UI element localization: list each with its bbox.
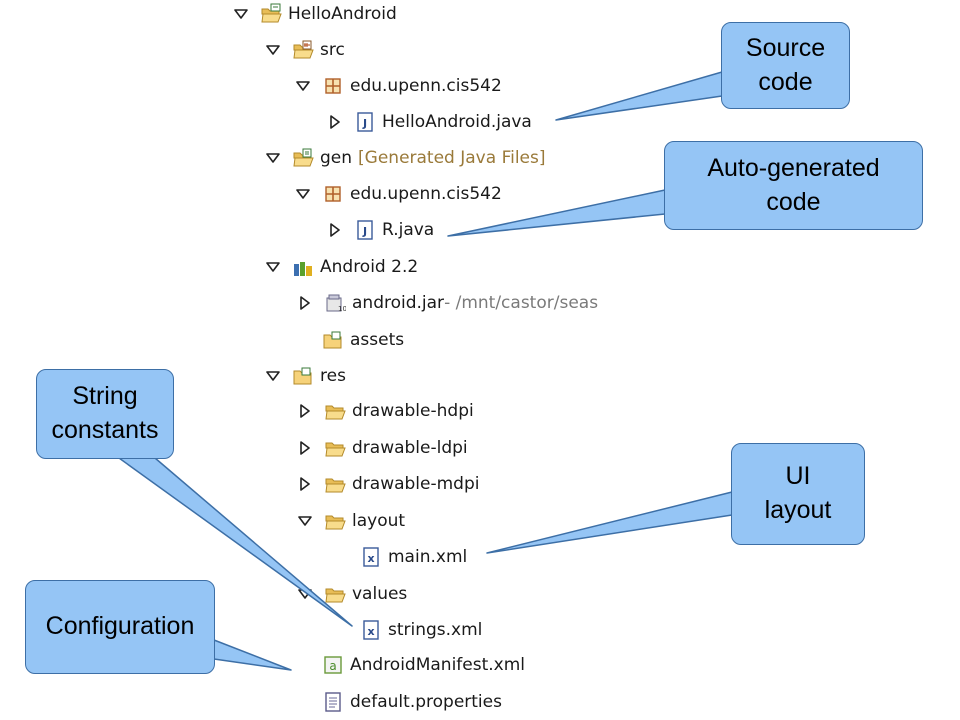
tree-row[interactable]: x main.xml: [330, 542, 467, 572]
source-folder-icon: [292, 39, 314, 61]
tree-row[interactable]: drawable-mdpi: [294, 469, 480, 499]
tree-row[interactable]: src: [262, 35, 345, 65]
collapse-arrow-icon[interactable]: [230, 3, 252, 25]
svg-text:x: x: [367, 625, 374, 638]
collapse-arrow-icon[interactable]: [262, 39, 284, 61]
tree-item-label: values: [352, 584, 408, 604]
tree-row[interactable]: J HelloAndroid.java: [324, 107, 532, 137]
properties-file-icon: [322, 691, 344, 713]
package-icon: [322, 183, 344, 205]
tree-row[interactable]: layout: [294, 506, 405, 536]
tree-row[interactable]: drawable-hdpi: [294, 396, 474, 426]
package-icon: [322, 75, 344, 97]
tree-row[interactable]: drawable-ldpi: [294, 433, 468, 463]
tree-item-label: Android 2.2: [320, 257, 419, 277]
tree-item-label: HelloAndroid: [288, 4, 397, 24]
jar-icon: 10: [324, 292, 346, 314]
tree-item-label: main.xml: [388, 547, 468, 567]
svg-text:x: x: [367, 552, 374, 565]
tree-item-label: drawable-hdpi: [352, 401, 474, 421]
callout-generated: Auto-generated code: [664, 141, 923, 230]
tree-item-label: default.properties: [350, 692, 502, 712]
expand-arrow-icon[interactable]: [294, 292, 316, 314]
xml-file-icon: x: [360, 546, 382, 568]
collapse-arrow-icon[interactable]: [262, 256, 284, 278]
project-icon: [260, 3, 282, 25]
tree-row[interactable]: edu.upenn.cis542: [292, 179, 502, 209]
java-file-icon: J: [354, 111, 376, 133]
callout-config: Configuration: [25, 580, 215, 674]
tree-item-label: res: [320, 366, 346, 386]
callout-layout: UI layout: [731, 443, 865, 545]
open-folder-icon: [324, 400, 346, 422]
open-folder-icon: [324, 583, 346, 605]
tree-item-path: - /mnt/castor/seas: [444, 293, 599, 313]
tree-item-label: drawable-ldpi: [352, 438, 468, 458]
svg-text:a: a: [329, 659, 336, 673]
tree-item-label: R.java: [382, 220, 435, 240]
expand-arrow-icon[interactable]: [324, 111, 346, 133]
tree-row[interactable]: J R.java: [324, 215, 434, 245]
android-manifest-icon: a: [322, 654, 344, 676]
callout-source: Source code: [721, 22, 850, 109]
tree-row[interactable]: edu.upenn.cis542: [292, 71, 502, 101]
tree-row[interactable]: x strings.xml: [330, 615, 482, 645]
tree-item-label: HelloAndroid.java: [382, 112, 532, 132]
tree-row[interactable]: gen[Generated Java Files]: [262, 143, 546, 173]
callout-strings: String constants: [36, 369, 174, 459]
xml-file-icon: x: [360, 619, 382, 641]
tree-item-label: layout: [352, 511, 406, 531]
collapse-arrow-icon[interactable]: [294, 510, 316, 532]
open-folder-icon: [324, 510, 346, 532]
tree-item-label: edu.upenn.cis542: [350, 76, 502, 96]
tree-item-decoration: [Generated Java Files]: [358, 148, 546, 168]
expand-arrow-icon[interactable]: [324, 219, 346, 241]
open-folder-icon: [324, 437, 346, 459]
tree-row[interactable]: values: [294, 579, 407, 609]
tree-row[interactable]: a AndroidManifest.xml: [292, 650, 525, 680]
folder-icon: [292, 365, 314, 387]
tree-row[interactable]: 10 android.jar - /mnt/castor/seas: [294, 288, 598, 318]
folder-icon: [322, 329, 344, 351]
library-icon: [292, 256, 314, 278]
java-file-icon: J: [354, 219, 376, 241]
tree-item-label: drawable-mdpi: [352, 474, 480, 494]
tree-row[interactable]: assets: [292, 325, 404, 355]
tree-item-label: edu.upenn.cis542: [350, 184, 502, 204]
tree-row[interactable]: Android 2.2: [262, 252, 418, 282]
collapse-arrow-icon[interactable]: [262, 365, 284, 387]
tree-item-label: AndroidManifest.xml: [350, 655, 526, 675]
tree-item-label: strings.xml: [388, 620, 483, 640]
generated-folder-icon: [292, 147, 314, 169]
tree-row[interactable]: res: [262, 361, 346, 391]
collapse-arrow-icon[interactable]: [262, 147, 284, 169]
tree-item-label: src: [320, 40, 345, 60]
open-folder-icon: [324, 473, 346, 495]
tree-item-label: gen: [320, 148, 353, 168]
svg-text:10: 10: [338, 305, 346, 313]
expand-arrow-icon[interactable]: [294, 400, 316, 422]
tree-row[interactable]: HelloAndroid: [230, 0, 397, 29]
tree-row[interactable]: default.properties: [292, 687, 502, 717]
collapse-arrow-icon[interactable]: [292, 183, 314, 205]
svg-text:J: J: [362, 225, 367, 238]
expand-arrow-icon[interactable]: [294, 437, 316, 459]
collapse-arrow-icon[interactable]: [292, 75, 314, 97]
expand-arrow-icon[interactable]: [294, 473, 316, 495]
tree-item-label: assets: [350, 330, 405, 350]
collapse-arrow-icon[interactable]: [294, 583, 316, 605]
svg-text:J: J: [362, 117, 367, 130]
tree-item-label: android.jar: [352, 293, 445, 313]
